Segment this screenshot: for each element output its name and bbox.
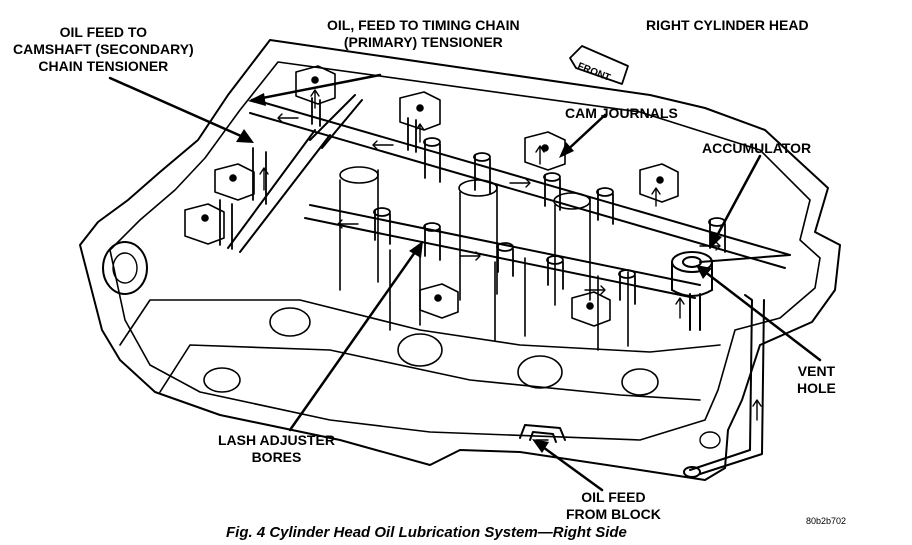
cylinder-head-outline — [79, 39, 841, 481]
lower-boss — [269, 307, 311, 337]
diagram-title: RIGHT CYLINDER HEAD — [646, 17, 809, 33]
cylinder-head-inner-rim — [109, 61, 821, 441]
label-line: FROM BLOCK — [566, 506, 661, 522]
leader-arrowheads — [236, 93, 722, 453]
lower-deck-edge — [119, 299, 721, 353]
lower-flange — [159, 344, 701, 401]
label-line: VENT — [797, 363, 836, 379]
accumulator — [671, 251, 791, 331]
bolt-bosses — [184, 65, 679, 327]
side-port — [102, 241, 148, 295]
label-primary-tensioner-feed: OIL, FEED TO TIMING CHAIN (PRIMARY) TENS… — [327, 17, 520, 51]
leader-vent — [698, 266, 822, 362]
label-line: OIL, FEED TO TIMING CHAIN — [327, 17, 520, 33]
label-line: (PRIMARY) TENSIONER — [343, 34, 503, 50]
label-secondary-tensioner-feed: OIL FEED TO CAMSHAFT (SECONDARY) CHAIN T… — [13, 24, 194, 75]
lower-boss — [621, 368, 659, 396]
label-vent-hole: VENT HOLE — [797, 363, 836, 397]
label-line: BORES — [251, 449, 302, 465]
cam-journal-stubs — [219, 97, 726, 305]
side-port-inner — [112, 252, 138, 284]
upper-oil-gallery — [227, 94, 791, 269]
leader-block — [534, 440, 604, 492]
lower-boss — [397, 333, 443, 367]
leader-lines — [108, 73, 822, 492]
label-accumulator: ACCUMULATOR — [702, 140, 812, 156]
reference-code: 80b2b702 — [806, 516, 847, 526]
leader-secondary — [108, 76, 252, 142]
leader-primary — [250, 73, 382, 102]
label-cam-journals: CAM JOURNALS — [565, 105, 678, 121]
label-line: LASH ADJUSTER — [218, 432, 335, 448]
figure-caption: Fig. 4 Cylinder Head Oil Lubrication Sys… — [226, 524, 627, 541]
label-lash-adjuster-bores: LASH ADJUSTER BORES — [218, 432, 335, 466]
lower-boss — [203, 367, 241, 393]
block-feed-passage — [519, 294, 765, 478]
label-line: CAMSHAFT (SECONDARY) — [13, 41, 194, 57]
label-line: OIL FEED TO — [59, 24, 148, 40]
flow-arrows — [259, 89, 762, 441]
label-line: OIL FEED — [581, 489, 646, 505]
label-line: HOLE — [797, 380, 836, 396]
leader-accumulator — [710, 154, 762, 247]
lower-boss — [699, 431, 721, 449]
lower-boss — [517, 355, 563, 389]
leader-lash — [288, 243, 422, 432]
label-oil-feed-from-block: OIL FEED FROM BLOCK — [566, 489, 661, 523]
label-line: CHAIN TENSIONER — [38, 58, 169, 74]
front-arrow-icon — [569, 45, 629, 85]
